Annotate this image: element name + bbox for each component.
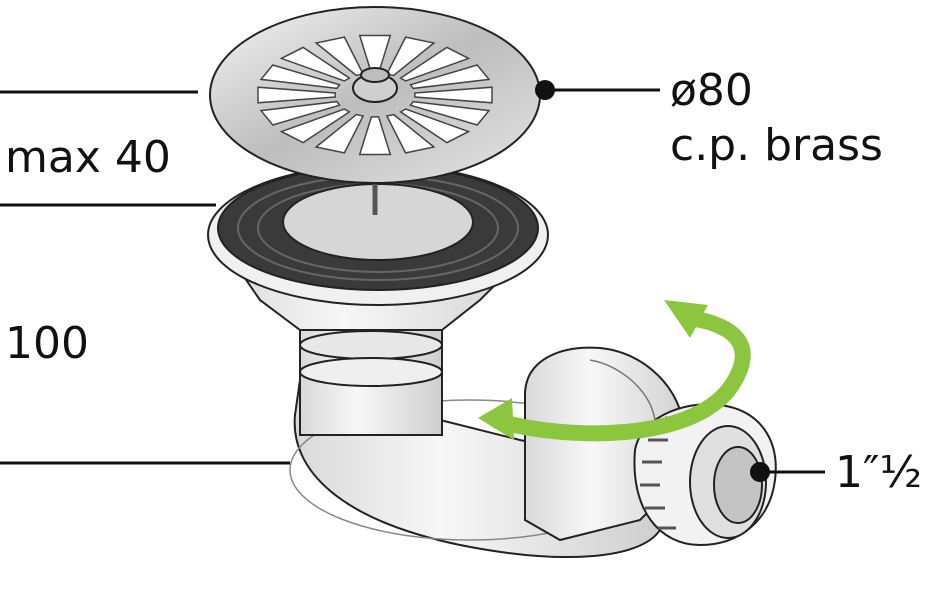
trap-body [289, 329, 692, 558]
grate-slot [385, 113, 436, 154]
grate-slot [414, 86, 493, 104]
grate-slot [385, 36, 436, 77]
grate-slot [259, 64, 341, 90]
grate-slot [314, 113, 365, 154]
grate-cover [209, 6, 541, 184]
callout-outlet [750, 462, 825, 482]
grate-slot [279, 46, 351, 82]
label-material: c.p. brass [670, 120, 883, 171]
grate-slot [399, 108, 471, 144]
label-height-bottom: 100 [5, 318, 89, 369]
rotate-arrow-head-top [664, 300, 708, 338]
label-height-top: max 40 [5, 132, 171, 183]
callout-dot-outlet [750, 462, 770, 482]
grate-slot [257, 86, 336, 104]
tailpiece-ring [299, 330, 443, 360]
elbow-inner [589, 359, 656, 421]
grate-slot [409, 100, 491, 126]
label-outlet: 1″½ [835, 447, 922, 498]
callout-diameter [535, 80, 660, 100]
rotate-arrow-arc [492, 310, 751, 442]
flange-bowl [282, 183, 474, 261]
grate-screw-head [360, 67, 390, 83]
tailpiece-ring-2 [299, 357, 443, 387]
grate-slot [358, 116, 392, 156]
dimension-lines [0, 90, 290, 465]
rotate-arrow-icon [478, 300, 751, 442]
grate-slot [409, 64, 491, 90]
grate-slot [279, 108, 351, 144]
flange [207, 90, 549, 331]
outlet-hole [713, 446, 763, 524]
callout-dot-diameter [535, 80, 555, 100]
rotate-arrow-head-left [478, 398, 514, 440]
grate-slot [259, 100, 341, 126]
grate-slots [257, 34, 493, 156]
grate-slot [399, 46, 471, 82]
label-diameter: ø80 [670, 65, 753, 116]
